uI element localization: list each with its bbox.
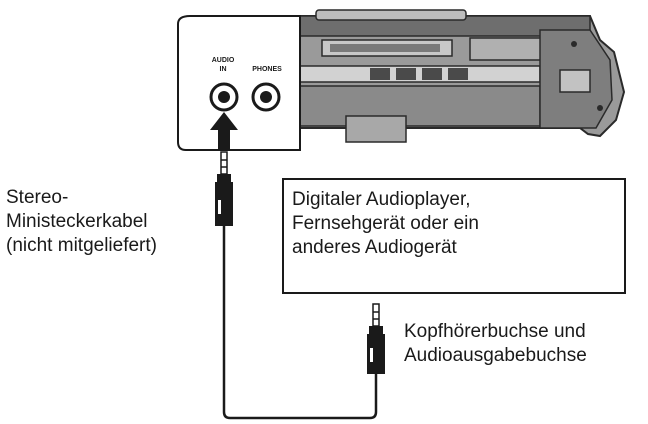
audio-in-label-line2: IN [220, 66, 227, 73]
headphone-jack-label-line: Kopfhörerbuchse und [404, 321, 586, 342]
phones-jack [251, 82, 281, 112]
upper-plug [215, 151, 233, 226]
insert-arrow-icon [210, 112, 238, 150]
audio-player-label-line: Digitaler Audioplayer, [292, 189, 471, 210]
cable-label: Stereo- Ministeckerkabel (nicht mitgelie… [6, 186, 157, 258]
audio-player-box: Digitaler Audioplayer, Fernsehgerät oder… [282, 178, 626, 294]
headphone-jack-label-line: Audioausgabebuchse [404, 345, 587, 366]
phones-label: PHONES [252, 66, 282, 73]
audio-in-jack [209, 82, 239, 112]
audio-in-label-line1: AUDIO [212, 57, 235, 64]
stereo-cable [222, 226, 378, 420]
cable-label-line: (nicht mitgeliefert) [6, 235, 157, 256]
audio-player-label-line: anderes Audiogerät [292, 237, 457, 258]
radio-device [299, 9, 626, 143]
jack-panel: AUDIO IN PHONES [177, 15, 301, 151]
cable-label-line: Stereo- [6, 187, 69, 208]
lower-plug [367, 303, 385, 374]
audio-player-label: Digitaler Audioplayer, Fernsehgerät oder… [292, 188, 479, 260]
audio-player-label-line: Fernsehgerät oder ein [292, 213, 479, 234]
headphone-jack-label: Kopfhörerbuchse und Audioausgabebuchse [404, 320, 587, 368]
cable-label-line: Ministeckerkabel [6, 211, 148, 232]
